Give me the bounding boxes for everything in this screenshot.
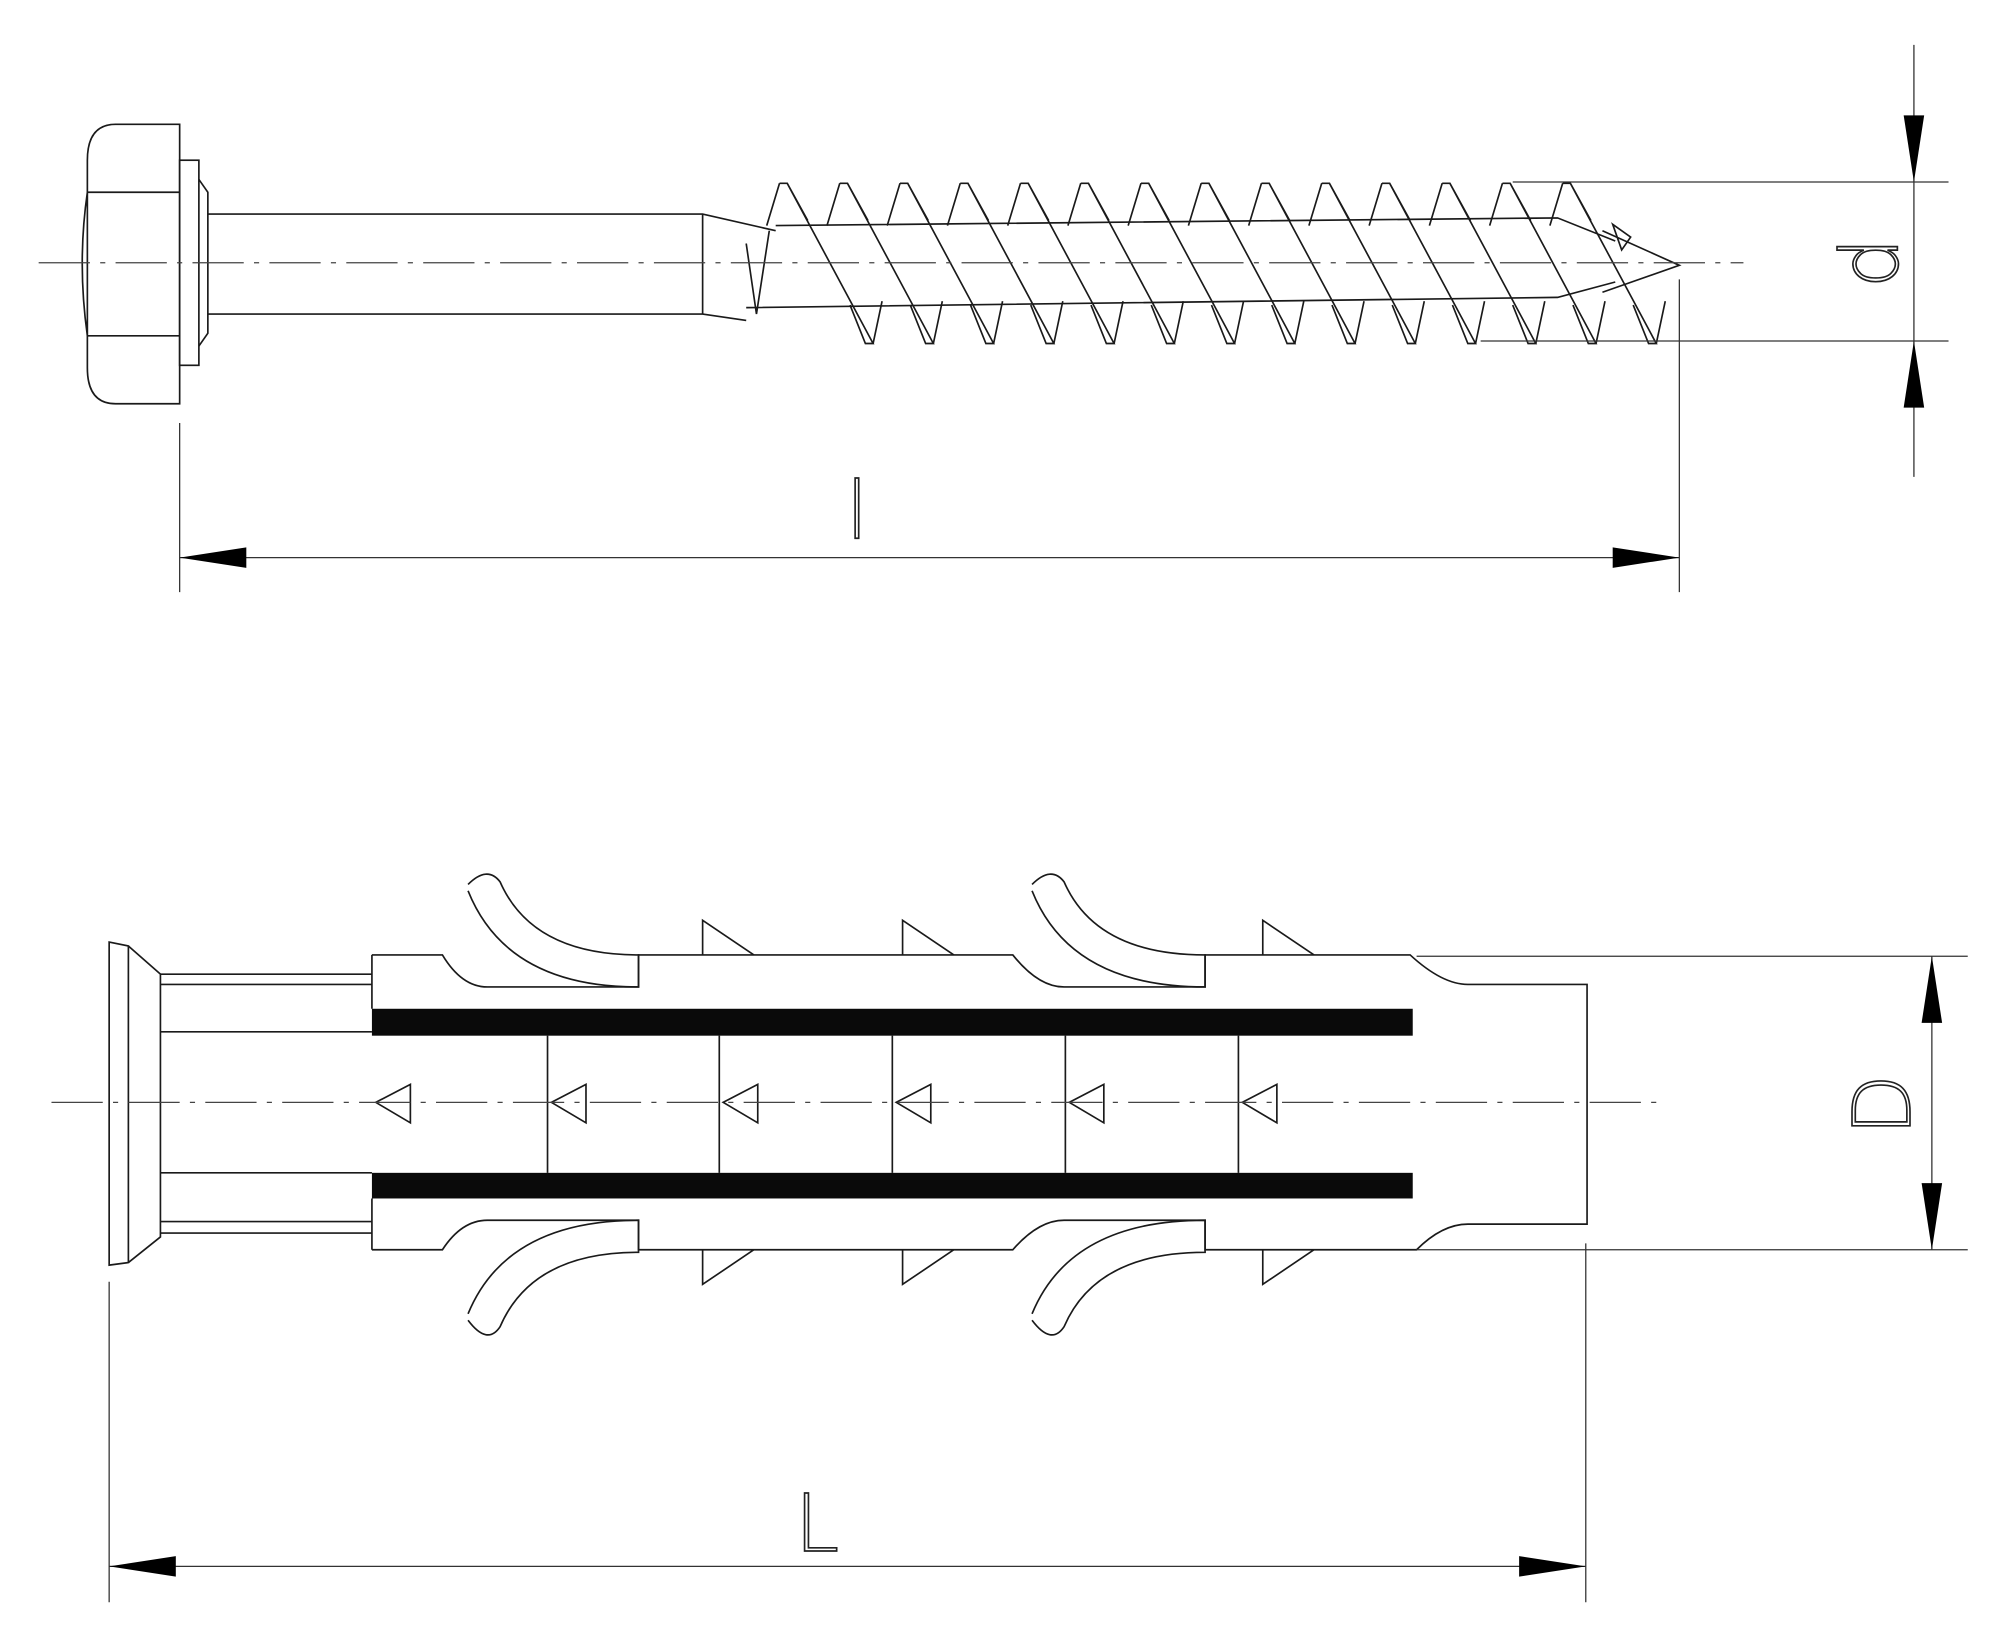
anchor-tooth-top (1261, 918, 1315, 956)
anchor-fin-top (1031, 873, 1206, 988)
anchor-tooth-bottom (901, 1249, 955, 1286)
anchor-tooth-bottom (1261, 1249, 1315, 1286)
screw-diameter-label: d (1823, 238, 1916, 288)
screw-hex-head (81, 123, 181, 405)
segment-tooth (721, 1083, 759, 1125)
thread-flank (1488, 182, 1606, 345)
anchor-fin-bottom (467, 1219, 640, 1336)
segment-tooth (894, 1083, 932, 1125)
anchor-length-label: L (795, 1477, 839, 1570)
anchor-flange (108, 941, 162, 1267)
segment-tooth (549, 1083, 587, 1125)
anchor-bore-top (371, 1008, 1413, 1036)
anchor-length-dimension: L (108, 1243, 1587, 1603)
thread-flank (1428, 182, 1546, 345)
screw-core (746, 217, 1616, 309)
screw-tip (1602, 222, 1682, 294)
thread-flank (1127, 182, 1245, 345)
anchor-tooth-top (901, 918, 955, 956)
screw-diameter-dimension: d (1480, 44, 1949, 477)
segment-tooth (374, 1083, 412, 1125)
screw (38, 123, 1744, 405)
segment-tooth (1240, 1083, 1278, 1125)
anchor-tooth-bottom (701, 1249, 755, 1286)
anchor-diameter-dimension: D (1416, 955, 1968, 1251)
anchor-fin-bottom (1031, 1219, 1206, 1336)
segment-tooth (1067, 1083, 1105, 1125)
thread-flank (1187, 182, 1305, 345)
screw-shank (207, 213, 776, 322)
screw-length-dimension: l (179, 279, 1680, 593)
anchor-bore-bottom (371, 1172, 1413, 1199)
anchor-diameter-label: D (1836, 1074, 1929, 1135)
anchor-tooth-top (701, 918, 755, 956)
wall-anchor (51, 873, 1667, 1336)
anchor-fin-top (467, 873, 640, 988)
anchor-segments (374, 1035, 1278, 1173)
anchor-fins (467, 873, 1315, 1336)
anchor-body-outline (371, 954, 1588, 1251)
thread-start (745, 230, 771, 315)
screw-length-label: l (846, 464, 868, 557)
